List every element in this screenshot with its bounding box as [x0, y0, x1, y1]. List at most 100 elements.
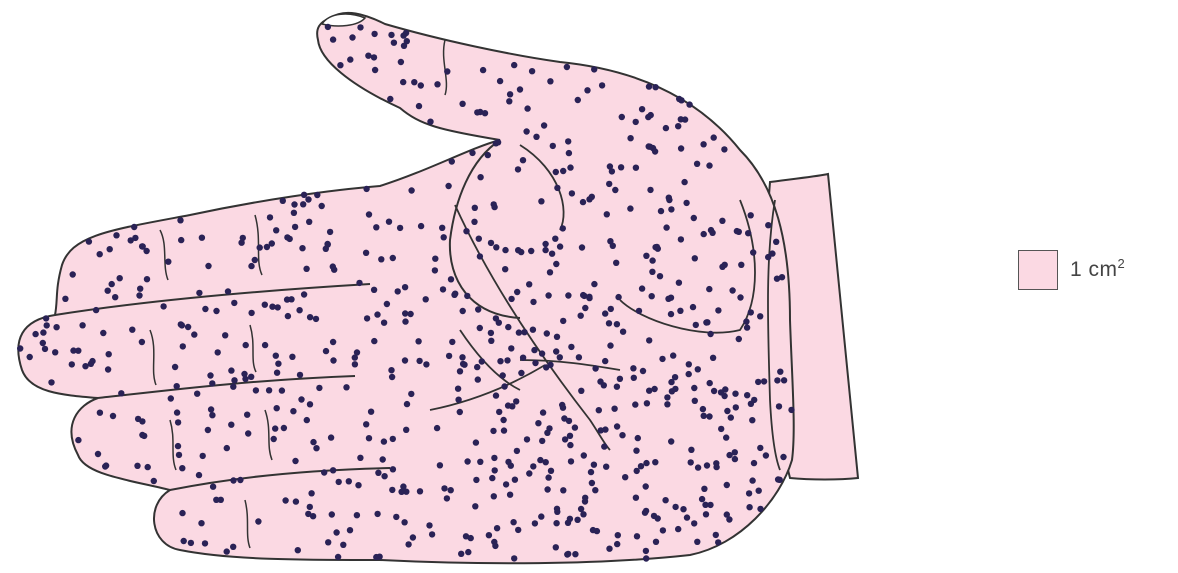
- receptor-dot: [627, 135, 633, 141]
- receptor-dot: [325, 539, 331, 545]
- receptor-dot: [255, 518, 261, 524]
- receptor-dot: [529, 68, 535, 74]
- receptor-dot: [474, 364, 480, 370]
- receptor-dot: [215, 349, 221, 355]
- receptor-dot: [472, 205, 478, 211]
- receptor-dot: [496, 320, 502, 326]
- receptor-dot: [248, 263, 254, 269]
- receptor-dot: [539, 350, 545, 356]
- receptor-dot: [411, 79, 417, 85]
- receptor-dot: [617, 376, 623, 382]
- receptor-dot: [620, 329, 626, 335]
- receptor-dot: [755, 379, 761, 385]
- receptor-dot: [748, 309, 754, 315]
- receptor-dot: [775, 476, 781, 482]
- receptor-dot: [700, 406, 706, 412]
- receptor-dot: [592, 365, 598, 371]
- receptor-dot: [418, 82, 424, 88]
- receptor-dot: [744, 392, 750, 398]
- receptor-dot: [757, 506, 763, 512]
- receptor-dot: [459, 354, 465, 360]
- receptor-dot: [706, 162, 712, 168]
- receptor-dot: [274, 370, 280, 376]
- receptor-dot: [518, 370, 524, 376]
- receptor-dot: [347, 527, 353, 533]
- receptor-dot: [194, 391, 200, 397]
- receptor-dot: [615, 294, 621, 300]
- receptor-dot: [230, 477, 236, 483]
- receptor-dot: [181, 538, 187, 544]
- receptor-dot: [733, 404, 739, 410]
- receptor-dot: [307, 504, 313, 510]
- receptor-dot: [437, 462, 443, 468]
- receptor-dot: [692, 255, 698, 261]
- receptor-dot: [514, 289, 520, 295]
- receptor-dot: [432, 256, 438, 262]
- receptor-dot: [565, 138, 571, 144]
- receptor-dot: [363, 421, 369, 427]
- receptor-dot: [591, 281, 597, 287]
- receptor-dot: [521, 329, 527, 335]
- receptor-dot: [363, 250, 369, 256]
- receptor-dot: [514, 448, 520, 454]
- receptor-dot: [477, 174, 483, 180]
- receptor-dot: [473, 477, 479, 483]
- receptor-dot: [701, 231, 707, 237]
- receptor-dot: [257, 244, 263, 250]
- receptor-dot: [290, 408, 296, 414]
- receptor-dot: [530, 299, 536, 305]
- receptor-dot: [336, 479, 342, 485]
- receptor-dot: [618, 164, 624, 170]
- receptor-dot: [668, 206, 674, 212]
- receptor-dot: [578, 313, 584, 319]
- receptor-dot: [553, 520, 559, 526]
- receptor-dot: [457, 409, 463, 415]
- receptor-dot: [609, 168, 615, 174]
- receptor-dot: [632, 401, 638, 407]
- receptor-dot: [761, 378, 767, 384]
- receptor-dot: [42, 346, 48, 352]
- receptor-dot: [544, 330, 550, 336]
- receptor-dot: [572, 424, 578, 430]
- receptor-dot: [701, 413, 707, 419]
- receptor-dot: [497, 78, 503, 84]
- receptor-dot: [319, 203, 325, 209]
- receptor-dot: [298, 396, 304, 402]
- receptor-dot: [553, 348, 559, 354]
- receptor-dot: [357, 455, 363, 461]
- receptor-dot: [460, 308, 466, 314]
- receptor-dot: [640, 368, 646, 374]
- receptor-dot: [636, 308, 642, 314]
- receptor-dot: [285, 313, 291, 319]
- receptor-dot: [423, 361, 429, 367]
- receptor-dot: [330, 339, 336, 345]
- receptor-dot: [781, 377, 787, 383]
- receptor-dot: [501, 383, 507, 389]
- receptor-dot: [139, 339, 145, 345]
- receptor-dot: [139, 243, 145, 249]
- receptor-dot: [230, 544, 236, 550]
- receptor-dot: [69, 361, 75, 367]
- receptor-dot: [292, 458, 298, 464]
- receptor-dot: [540, 409, 546, 415]
- receptor-dot: [102, 463, 108, 469]
- receptor-dot: [188, 540, 194, 546]
- receptor-dot: [228, 422, 234, 428]
- receptor-dot: [75, 437, 81, 443]
- receptor-dot: [526, 281, 532, 287]
- receptor-dot: [646, 83, 652, 89]
- receptor-dot: [176, 452, 182, 458]
- receptor-dot: [686, 361, 692, 367]
- receptor-dot: [615, 532, 621, 538]
- receptor-dot: [174, 383, 180, 389]
- receptor-dot: [750, 249, 756, 255]
- receptor-dot: [231, 300, 237, 306]
- receptor-dot: [606, 181, 612, 187]
- receptor-dot: [503, 481, 509, 487]
- receptor-dot: [711, 134, 717, 140]
- receptor-dot: [575, 97, 581, 103]
- receptor-dot: [105, 366, 111, 372]
- receptor-dot: [434, 81, 440, 87]
- receptor-dot: [178, 321, 184, 327]
